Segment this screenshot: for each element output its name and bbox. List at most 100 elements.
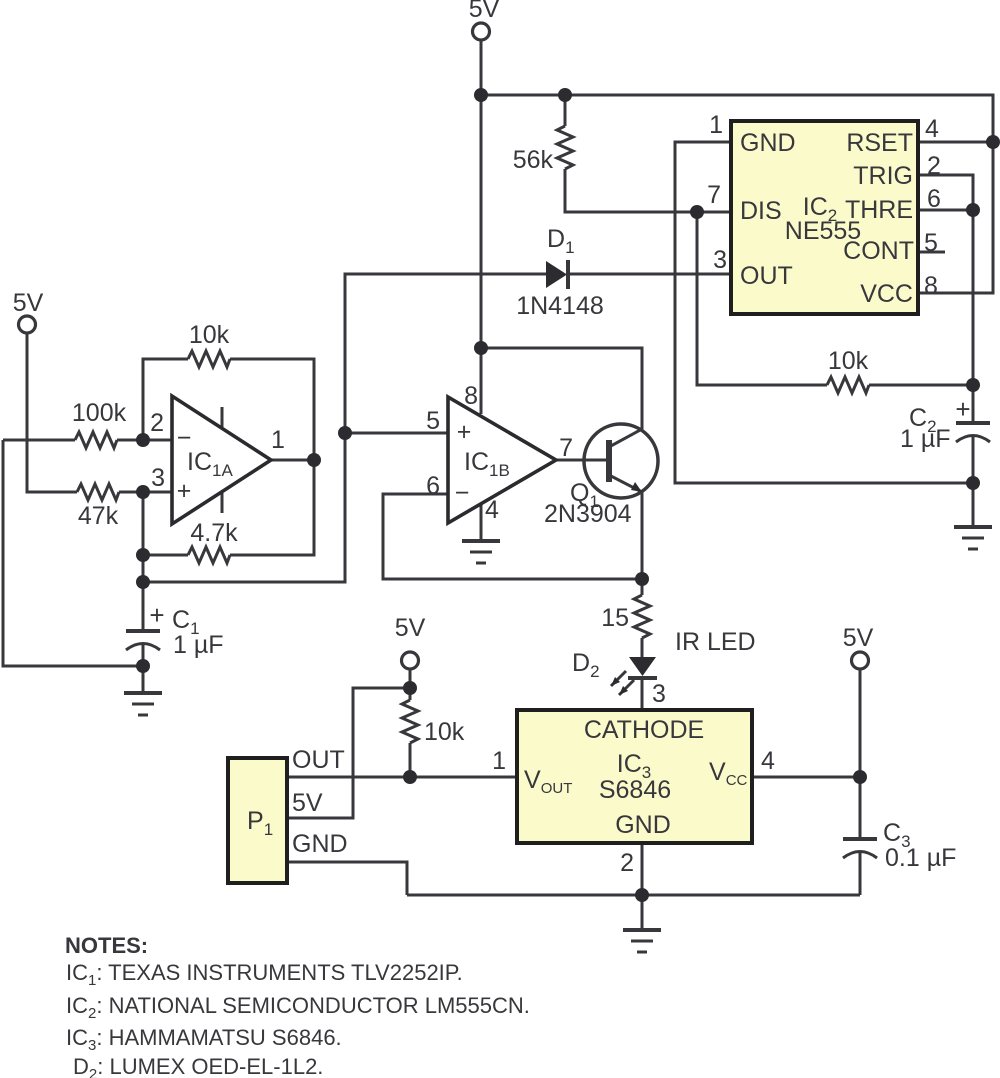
note1-sub: 1 xyxy=(88,972,96,989)
wire-top-rail-vcc xyxy=(481,93,995,295)
label-ic1a-ref: IC1A xyxy=(187,448,233,480)
label-c1-value: 1 µF xyxy=(173,631,224,659)
label-r15: 15 xyxy=(601,604,629,632)
p1-connector-box xyxy=(226,756,289,885)
label-ic2-num7: 7 xyxy=(707,181,721,209)
junction-dot xyxy=(986,135,1000,149)
junction-dot xyxy=(403,770,417,784)
label-ic3-vout: VOUT xyxy=(524,766,572,797)
ground-ic3 xyxy=(623,928,661,954)
junction-dot xyxy=(635,888,649,902)
note1-text: : TEXAS INSTRUMENTS TLV2252IP. xyxy=(96,960,462,985)
terminal-5v-left xyxy=(16,314,38,335)
wire-left-ground-rail xyxy=(1,440,143,668)
label-ic2-num8: 8 xyxy=(924,272,938,300)
led-d2-symbol xyxy=(609,657,657,697)
terminal-5v-top xyxy=(470,21,492,42)
opamp-ic1a-triangle xyxy=(170,392,275,528)
ic3-ref: IC xyxy=(617,750,642,778)
label-q1-ref: Q1 xyxy=(570,479,599,511)
led-emission-arrowhead-2 xyxy=(619,686,628,695)
c3-ref: C xyxy=(883,819,901,847)
ground-ic1b xyxy=(462,539,500,565)
ic1b-sub: 1B xyxy=(489,461,510,480)
wire-dis-pin xyxy=(563,169,731,214)
label-p1-out: OUT xyxy=(292,746,345,774)
label-ic3-cathode: CATHODE xyxy=(584,716,704,744)
transistor-circle xyxy=(582,422,660,500)
label-p1-5v: 5V xyxy=(292,789,323,817)
junction-dot xyxy=(853,770,867,784)
ic3-vout-sub: OUT xyxy=(541,780,573,797)
notes-title: NOTES: xyxy=(65,933,148,958)
label-ic2-rset: RSET xyxy=(846,129,913,157)
label-ic1b-pin5: 5 xyxy=(426,407,440,435)
label-r10k-pullup: 10k xyxy=(424,718,465,746)
q1-ref: Q xyxy=(570,479,589,507)
wire-gnd1-route xyxy=(673,140,973,485)
label-ic3-gnd: GND xyxy=(615,811,671,839)
label-ic1b-minus: − xyxy=(455,479,470,507)
label-ic3-num1: 1 xyxy=(492,747,506,775)
d1-ref: D xyxy=(547,225,565,253)
resistor-10k-pullup xyxy=(398,698,422,745)
c1-sub: 1 xyxy=(190,619,199,638)
diode-d1-symbol xyxy=(546,260,570,289)
label-ic2-ref: IC2 xyxy=(803,193,837,225)
label-ic2-num4: 4 xyxy=(925,115,939,143)
label-ic1a-pin3: 3 xyxy=(151,464,165,492)
terminal-5v-pullup xyxy=(399,650,421,671)
ic3-sub: 3 xyxy=(642,763,651,782)
wire-10k-feedback-right xyxy=(230,357,316,460)
ic3-s6846-box xyxy=(515,708,754,845)
capacitor-symbols xyxy=(125,421,991,860)
wire-5v-left-feed xyxy=(25,333,77,494)
note2-text: : NATIONAL SEMICONDUCTOR LM555CN. xyxy=(96,993,530,1018)
label-ic2-part: NE555 xyxy=(785,217,861,245)
label-5v-right: 5V xyxy=(843,624,874,652)
junction-dot xyxy=(474,88,488,102)
junction-dot xyxy=(966,203,980,217)
p1-sub: 1 xyxy=(264,820,273,839)
junction-dot xyxy=(338,426,352,440)
diode-d1-triangle xyxy=(546,261,567,288)
label-ic2-num3: 3 xyxy=(713,246,727,274)
label-5v-pullup: 5V xyxy=(395,614,426,642)
wire-p1-5v xyxy=(287,686,410,820)
label-c2-ref: C2 xyxy=(909,404,937,436)
d2-ref: D xyxy=(572,649,590,677)
wire-collector-link xyxy=(481,346,644,430)
wire-dis-descend xyxy=(695,212,827,387)
junction-dot xyxy=(635,572,649,586)
resistor-15 xyxy=(630,593,654,640)
wire-4k7-right xyxy=(230,460,316,557)
d1-sub: 1 xyxy=(565,238,574,257)
label-p1-ref: P1 xyxy=(247,807,273,839)
ic2-sub: 2 xyxy=(828,206,837,225)
label-r4k7: 4.7k xyxy=(190,519,238,547)
ic2-ne555-box xyxy=(729,119,920,316)
ic1a-sub: 1A xyxy=(212,461,233,480)
label-ic2-num1: 1 xyxy=(709,111,723,139)
wire-ic1b-inverting-feedback xyxy=(381,492,642,581)
junction-dot xyxy=(136,433,150,447)
label-d2-ref: D2 xyxy=(572,649,600,681)
label-r47k: 47k xyxy=(78,502,119,530)
ic3-vout-ref: V xyxy=(524,766,541,794)
capacitor-c1-curved-plate xyxy=(125,642,161,652)
label-ic3-vcc: VCC xyxy=(709,758,748,789)
wire-trig-pin xyxy=(918,173,975,210)
note-line-3: IC3: HAMMAMATSU S6846. xyxy=(66,1025,342,1054)
label-d1-part: 1N4148 xyxy=(516,292,604,320)
p1-ref: P xyxy=(247,807,264,835)
label-ic2-num2: 2 xyxy=(927,152,941,180)
label-ir-led: IR LED xyxy=(675,628,756,656)
label-r10k-feedback: 10k xyxy=(189,321,230,349)
label-ic2-trig: TRIG xyxy=(853,162,913,190)
ic1b-ref: IC xyxy=(464,448,489,476)
note4-ref: D xyxy=(73,1054,89,1078)
label-c3-ref: C3 xyxy=(883,819,911,851)
note3-sub: 3 xyxy=(88,1037,96,1054)
ic2-ref: IC xyxy=(803,193,828,221)
